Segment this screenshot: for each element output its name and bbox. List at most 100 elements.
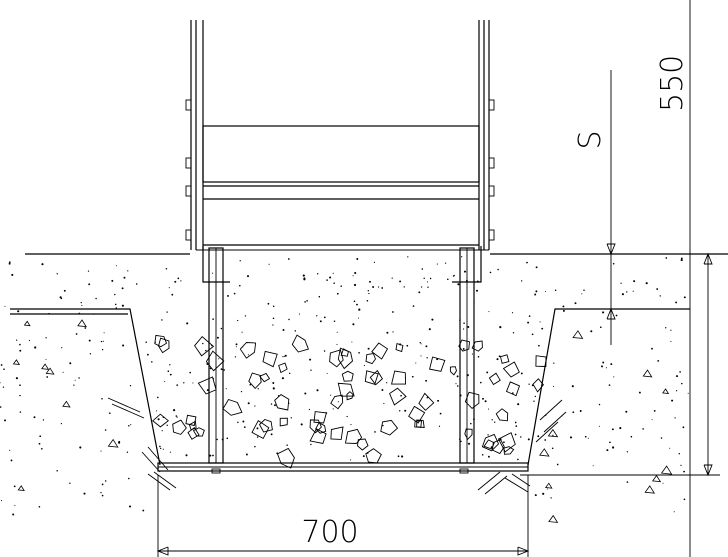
texture-speck xyxy=(88,283,91,286)
texture-speck xyxy=(123,276,126,279)
texture-speck xyxy=(460,440,462,443)
texture-speck xyxy=(477,356,480,358)
texture-speck xyxy=(115,307,117,309)
aggregate-stone xyxy=(344,428,363,444)
aggregate-stone xyxy=(337,382,355,397)
texture-speck xyxy=(487,455,490,458)
texture-speck xyxy=(602,361,605,364)
texture-speck xyxy=(487,408,490,410)
texture-speck xyxy=(223,369,225,371)
texture-speck xyxy=(531,333,534,336)
aggregate-stone xyxy=(251,419,270,440)
texture-speck xyxy=(239,284,241,287)
texture-speck xyxy=(556,463,559,466)
texture-speck xyxy=(581,293,583,295)
soil-pebble xyxy=(23,320,31,327)
soil-pebble xyxy=(660,465,673,475)
texture-speck xyxy=(177,277,180,280)
texture-speck xyxy=(19,411,22,413)
aggregate-stone xyxy=(194,335,215,357)
texture-speck xyxy=(626,481,629,483)
dimension-s-label: S xyxy=(573,130,608,149)
texture-speck xyxy=(167,370,170,373)
texture-speck xyxy=(679,371,681,373)
texture-speck xyxy=(420,343,422,345)
dimension-700: 700 xyxy=(156,475,530,557)
texture-speck xyxy=(242,420,245,423)
texture-speck xyxy=(675,301,678,304)
texture-speck xyxy=(316,389,319,392)
soil-pebble xyxy=(107,438,119,448)
texture-speck xyxy=(226,437,229,440)
texture-speck xyxy=(457,283,460,286)
aggregate-stone xyxy=(259,372,271,383)
texture-speck xyxy=(437,399,440,402)
aggregate-stone xyxy=(341,370,354,382)
texture-speck xyxy=(358,308,361,311)
texture-speck xyxy=(340,285,342,287)
aggregate-stone xyxy=(248,372,262,390)
texture-speck xyxy=(620,282,622,284)
texture-speck xyxy=(268,263,270,265)
texture-speck xyxy=(237,421,239,424)
concrete-fill xyxy=(0,256,689,523)
texture-speck xyxy=(462,347,465,350)
texture-speck xyxy=(574,302,577,305)
texture-speck xyxy=(632,290,634,292)
aggregate-stone xyxy=(346,391,354,401)
texture-speck xyxy=(656,288,659,290)
aggregate-stone xyxy=(483,439,495,450)
texture-speck xyxy=(590,330,593,333)
aggregate-stone xyxy=(429,356,446,372)
texture-speck xyxy=(59,296,62,299)
texture-speck xyxy=(463,322,465,324)
texture-speck xyxy=(606,449,609,452)
texture-speck xyxy=(527,321,530,324)
texture-speck xyxy=(497,268,499,271)
anchor-post-right xyxy=(452,246,482,464)
aggregate-stone xyxy=(464,428,473,441)
texture-speck xyxy=(241,331,243,333)
texture-speck xyxy=(62,371,64,373)
texture-speck xyxy=(316,273,319,275)
texture-speck xyxy=(101,494,104,497)
texture-speck xyxy=(418,291,421,294)
soil-pebble xyxy=(45,367,55,375)
soil-pebble xyxy=(544,482,553,489)
texture-speck xyxy=(333,282,335,284)
soil-hatch-left xyxy=(107,397,177,491)
texture-speck xyxy=(484,400,487,403)
texture-speck xyxy=(520,372,523,375)
texture-speck xyxy=(2,386,5,388)
texture-speck xyxy=(428,328,431,331)
texture-speck xyxy=(303,277,306,280)
texture-speck xyxy=(19,349,22,352)
texture-speck xyxy=(609,441,611,444)
texture-speck xyxy=(660,437,663,439)
texture-speck xyxy=(463,270,467,273)
texture-speck xyxy=(73,384,75,386)
texture-speck xyxy=(161,430,163,432)
aggregate-stone xyxy=(371,342,389,360)
texture-speck xyxy=(425,379,428,382)
texture-speck xyxy=(520,436,522,438)
texture-speck xyxy=(470,422,472,425)
aggregate-stone xyxy=(276,447,295,469)
texture-speck xyxy=(550,497,552,499)
texture-speck xyxy=(499,326,502,329)
texture-speck xyxy=(310,443,312,446)
texture-speck xyxy=(216,336,219,339)
soil-pebble xyxy=(547,428,559,438)
soil-pebble xyxy=(548,514,559,523)
texture-speck xyxy=(587,437,589,439)
texture-speck xyxy=(447,278,449,281)
texture-speck xyxy=(407,256,409,258)
texture-speck xyxy=(282,329,285,331)
texture-speck xyxy=(272,305,275,308)
texture-speck xyxy=(306,300,308,302)
texture-speck xyxy=(88,339,91,342)
texture-speck xyxy=(351,341,353,343)
texture-speck xyxy=(680,257,683,260)
texture-speck xyxy=(45,337,47,339)
aggregate-stone xyxy=(364,370,379,385)
